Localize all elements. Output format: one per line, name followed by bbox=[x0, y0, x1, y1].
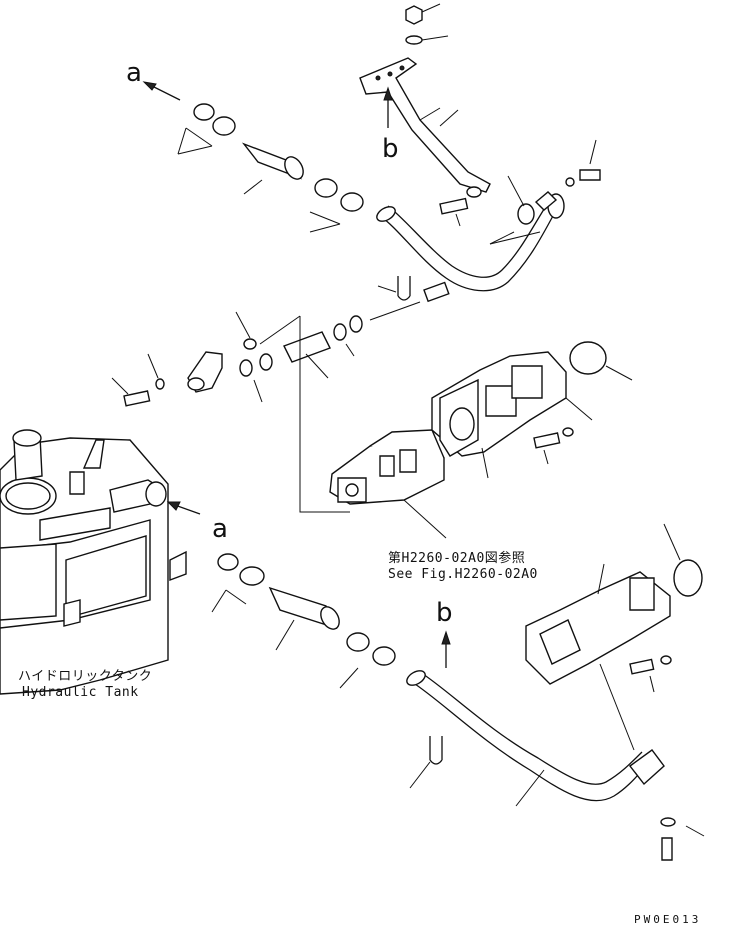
lower-rubber-hose bbox=[270, 588, 343, 650]
upper-clamp-pair-2 bbox=[310, 179, 363, 232]
u-bolt-lower bbox=[410, 736, 442, 788]
upper-tube-bolt bbox=[440, 199, 468, 226]
reference-note-en: See Fig.H2260-02A0 bbox=[388, 567, 538, 582]
reference-note-jp: 第H2260-02A0図参照 bbox=[388, 551, 526, 566]
arrow-b-bottom-graphic bbox=[442, 632, 450, 668]
drawing-code: PW0E013 bbox=[634, 913, 702, 926]
pump-group-leader bbox=[260, 316, 350, 512]
arrow-label-a-tank: a bbox=[212, 514, 228, 544]
tank-label-en: Hydraulic Tank bbox=[22, 685, 139, 700]
center-elbow bbox=[188, 312, 256, 392]
pump-bolt bbox=[534, 428, 573, 464]
lower-clamp-pair-2 bbox=[340, 633, 395, 688]
upper-right-bolt bbox=[566, 140, 600, 186]
bracket-leader-line bbox=[440, 110, 458, 126]
upper-rubber-hose bbox=[244, 144, 307, 194]
upper-clamp-pair-1 bbox=[178, 104, 235, 154]
pump-oring-large bbox=[570, 342, 632, 380]
lower-right-bolt bbox=[630, 656, 671, 692]
arrow-b-top-graphic bbox=[384, 88, 392, 128]
lower-clamp-pair-1 bbox=[212, 554, 264, 612]
lower-oring-large bbox=[664, 524, 702, 596]
arrow-a-tank-graphic bbox=[168, 502, 200, 514]
upper-suction-tube bbox=[374, 192, 564, 291]
lower-right-assembly bbox=[526, 564, 670, 750]
u-bolt-upper bbox=[378, 276, 410, 300]
center-clamp-pair-left bbox=[240, 354, 272, 402]
arrow-a-top-graphic bbox=[144, 82, 180, 100]
arrow-label-a-top: a bbox=[126, 58, 142, 88]
arrow-label-b-bottom: b bbox=[436, 598, 453, 628]
center-rubber-hose bbox=[284, 332, 330, 378]
nut bbox=[406, 4, 440, 24]
upper-tube-washer bbox=[467, 187, 481, 197]
hydraulic-tank-graphic bbox=[0, 430, 186, 694]
upper-bracket bbox=[360, 58, 490, 192]
arrow-label-b-top: b bbox=[382, 134, 399, 164]
upper-spacer bbox=[424, 282, 449, 301]
center-bolt bbox=[112, 378, 150, 406]
vertical-bolt bbox=[661, 818, 704, 860]
center-clamp-pair-right bbox=[334, 302, 420, 356]
lower-suction-tube bbox=[404, 668, 664, 806]
tank-label-jp: ハイドロリックタンク bbox=[18, 669, 153, 684]
center-washer bbox=[148, 354, 164, 389]
gear-pump-graphic bbox=[432, 352, 592, 478]
upper-tube-oring bbox=[508, 176, 534, 224]
washer-top bbox=[406, 36, 448, 44]
main-pump-graphic bbox=[330, 430, 446, 538]
